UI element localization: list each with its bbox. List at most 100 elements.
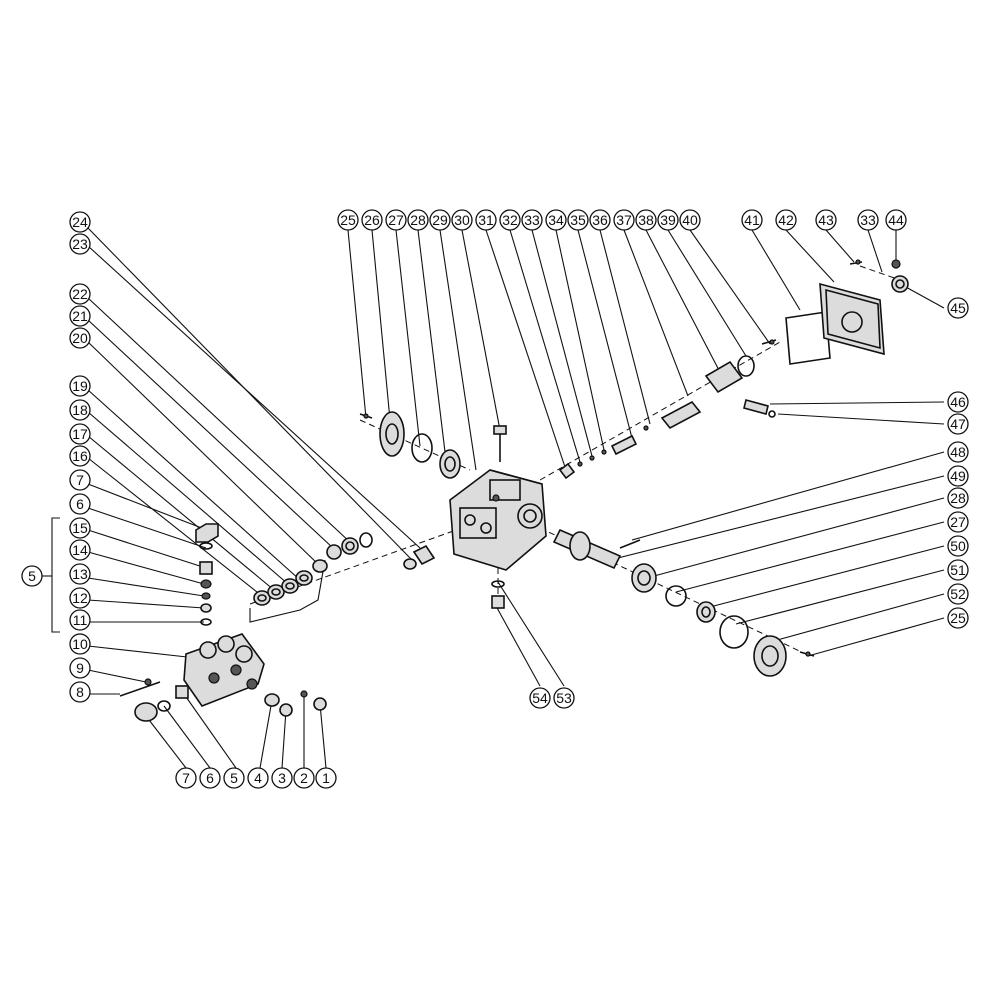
callout-49: 49 — [947, 465, 969, 487]
svg-text:4: 4 — [254, 770, 262, 786]
callout-30: 30 — [451, 209, 473, 231]
svg-text:27: 27 — [950, 514, 966, 530]
callout-21: 21 — [69, 305, 91, 327]
svg-text:44: 44 — [888, 212, 904, 228]
callout-38: 38 — [635, 209, 657, 231]
bearing-cover-left — [359, 411, 461, 479]
svg-text:12: 12 — [72, 590, 88, 606]
callout-33-top: 33 — [521, 209, 543, 231]
callout-33-right: 33 — [857, 209, 879, 231]
svg-text:25: 25 — [340, 212, 356, 228]
callout-2: 2 — [293, 767, 315, 789]
callout-24: 24 — [69, 211, 91, 233]
callout-18: 18 — [69, 399, 91, 421]
svg-text:25: 25 — [950, 610, 966, 626]
svg-text:48: 48 — [950, 444, 966, 460]
svg-text:20: 20 — [72, 330, 88, 346]
callout-8: 8 — [69, 681, 91, 703]
svg-text:40: 40 — [682, 212, 698, 228]
callout-27-right: 27 — [947, 511, 969, 533]
svg-text:46: 46 — [950, 394, 966, 410]
callout-13: 13 — [69, 563, 91, 585]
callout-7-upper: 7 — [69, 469, 91, 491]
callout-11: 11 — [69, 609, 91, 631]
drain-plug — [491, 580, 505, 609]
svg-text:15: 15 — [72, 520, 88, 536]
callout-3: 3 — [271, 767, 293, 789]
svg-text:53: 53 — [556, 690, 572, 706]
svg-text:33: 33 — [860, 212, 876, 228]
callout-50: 50 — [947, 535, 969, 557]
svg-text:6: 6 — [76, 496, 84, 512]
callout-28-right: 28 — [947, 487, 969, 509]
svg-text:37: 37 — [616, 212, 632, 228]
callout-47: 47 — [947, 413, 969, 435]
callout-44: 44 — [885, 209, 907, 231]
svg-text:22: 22 — [72, 286, 88, 302]
callout-40: 40 — [679, 209, 701, 231]
piston-seal-stack — [253, 532, 436, 606]
callout-32: 32 — [499, 209, 521, 231]
svg-text:52: 52 — [950, 586, 966, 602]
callout-31: 31 — [475, 209, 497, 231]
svg-text:26: 26 — [364, 212, 380, 228]
crankcase — [449, 425, 547, 571]
svg-text:41: 41 — [744, 212, 760, 228]
svg-text:32: 32 — [502, 212, 518, 228]
callout-29: 29 — [429, 209, 451, 231]
svg-text:16: 16 — [72, 448, 88, 464]
rear-cover — [785, 259, 909, 365]
callout-5-lower: 5 — [223, 767, 245, 789]
svg-text:11: 11 — [73, 612, 88, 628]
callout-6-upper: 6 — [69, 493, 91, 515]
callout-1: 1 — [315, 767, 337, 789]
callout-39: 39 — [657, 209, 679, 231]
svg-text:33: 33 — [524, 212, 540, 228]
callout-23: 23 — [69, 233, 91, 255]
callout-19: 19 — [69, 375, 91, 397]
callout-35: 35 — [567, 209, 589, 231]
svg-text:49: 49 — [950, 468, 966, 484]
callout-53: 53 — [553, 687, 575, 709]
callout-10: 10 — [69, 633, 91, 655]
callout-43: 43 — [815, 209, 837, 231]
svg-text:30: 30 — [454, 212, 470, 228]
callout-25-right: 25 — [947, 607, 969, 629]
svg-text:27: 27 — [388, 212, 404, 228]
svg-text:28: 28 — [950, 490, 966, 506]
svg-text:34: 34 — [548, 212, 564, 228]
svg-text:7: 7 — [182, 770, 190, 786]
svg-text:38: 38 — [638, 212, 654, 228]
svg-text:5: 5 — [230, 770, 238, 786]
valve-stack — [195, 523, 219, 626]
svg-text:2: 2 — [300, 770, 308, 786]
callout-12: 12 — [69, 587, 91, 609]
callout-15: 15 — [69, 517, 91, 539]
svg-text:1: 1 — [322, 770, 330, 786]
callout-37: 37 — [613, 209, 635, 231]
svg-text:50: 50 — [950, 538, 966, 554]
callout-17: 17 — [69, 423, 91, 445]
svg-text:14: 14 — [72, 542, 88, 558]
callout-45: 45 — [947, 297, 969, 319]
svg-text:47: 47 — [950, 416, 966, 432]
svg-text:35: 35 — [570, 212, 586, 228]
svg-text:19: 19 — [72, 378, 88, 394]
callout-28-top: 28 — [407, 209, 429, 231]
svg-text:29: 29 — [432, 212, 448, 228]
callout-9: 9 — [69, 657, 91, 679]
svg-text:39: 39 — [660, 212, 676, 228]
callout-52: 52 — [947, 583, 969, 605]
svg-text:51: 51 — [950, 562, 966, 578]
svg-text:17: 17 — [72, 426, 88, 442]
callout-42: 42 — [775, 209, 797, 231]
assembly-axes — [249, 265, 901, 657]
callout-46: 46 — [947, 391, 969, 413]
leader-lines — [42, 227, 945, 769]
callout-6-lower: 6 — [199, 767, 221, 789]
svg-text:18: 18 — [72, 402, 88, 418]
svg-text:42: 42 — [778, 212, 794, 228]
callout-54: 54 — [529, 687, 551, 709]
callout-26: 26 — [361, 209, 383, 231]
